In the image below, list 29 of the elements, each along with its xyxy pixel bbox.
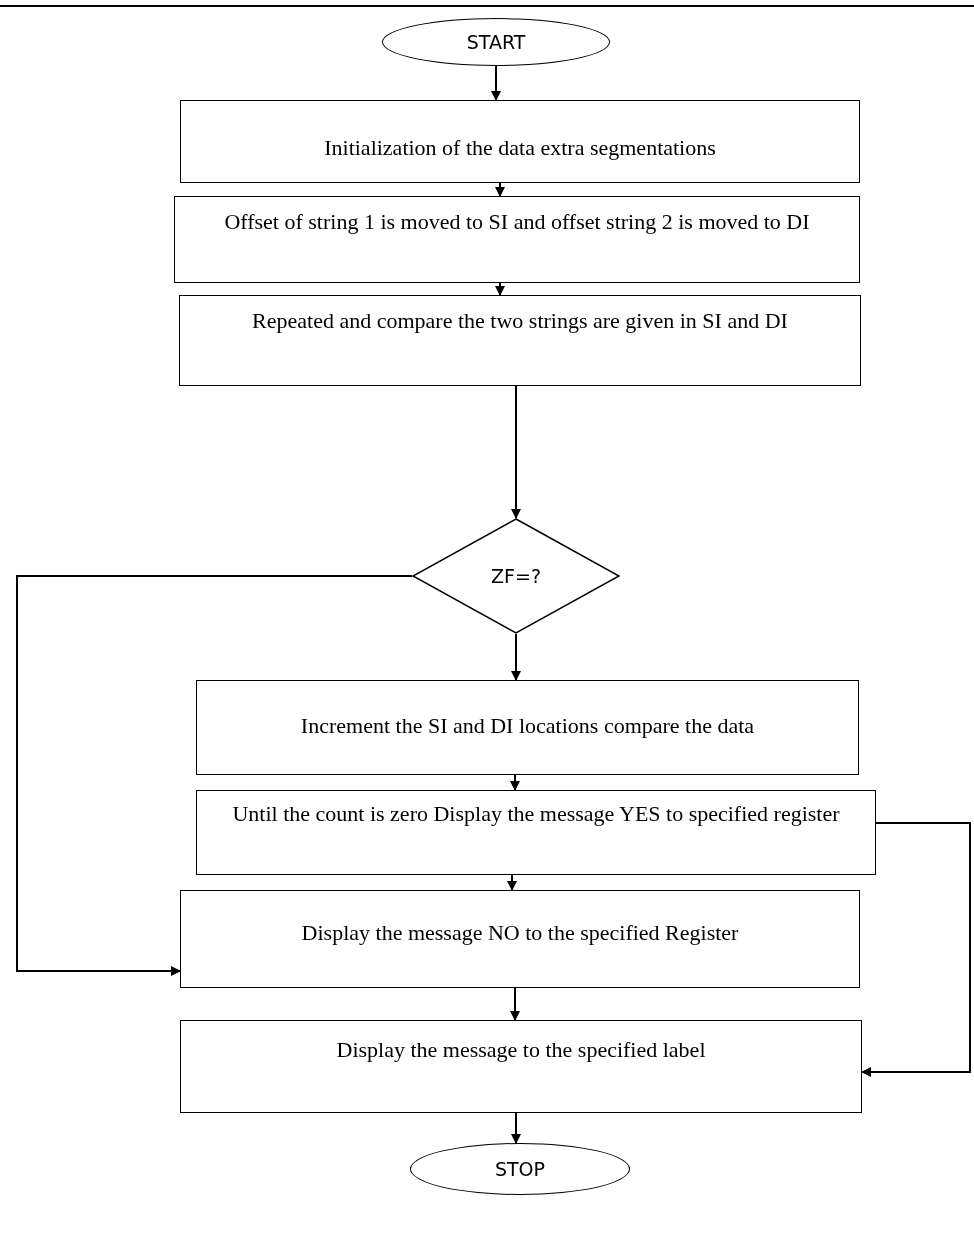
- decision-diamond: [412, 518, 620, 634]
- arrow: [861, 822, 971, 1077]
- step-text: Repeated and compare the two strings are given in SI and DI: [252, 307, 788, 335]
- process-box: [179, 295, 861, 386]
- step-text: Until the count is zero Display the message YES to specified register: [232, 800, 840, 828]
- step-text: Increment the SI and DI locations compare the data: [300, 712, 755, 740]
- process-box: [180, 890, 860, 988]
- condition-text: ZF=?: [491, 565, 541, 587]
- process-box: [180, 100, 860, 183]
- arrow: [495, 182, 505, 197]
- arrow: [510, 774, 520, 791]
- process-box: [180, 1020, 862, 1113]
- arrow: [491, 65, 501, 101]
- arrow: [16, 575, 413, 976]
- arrow: [511, 385, 521, 519]
- arrow: [511, 1112, 521, 1144]
- process-box: [196, 680, 859, 775]
- step-text: Display the message to the specified label: [336, 1036, 706, 1064]
- arrow: [495, 282, 505, 296]
- terminal-text: START: [466, 31, 526, 53]
- step-text: Display the message NO to the specified Register: [301, 919, 739, 947]
- terminal-text: STOP: [494, 1158, 546, 1180]
- process-box: [196, 790, 876, 875]
- step-text: Initialization of the data extra segmentations: [324, 134, 716, 162]
- arrow: [511, 633, 521, 681]
- step-text: Offset of string 1 is moved to SI and offset string 2 is moved to DI: [224, 208, 810, 236]
- arrow: [510, 987, 520, 1021]
- process-box: [174, 196, 860, 283]
- arrow: [507, 874, 517, 891]
